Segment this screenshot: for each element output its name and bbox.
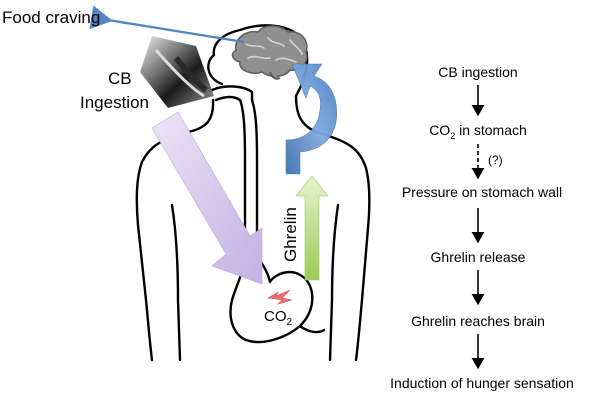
craving-arrow (108, 20, 244, 42)
ghrelin-up-arrow (296, 176, 328, 280)
flow-step-co2-rest: in stomach (455, 122, 527, 138)
flow-step-pressure: Pressure on stomach wall (402, 184, 562, 200)
duodenum-outline (300, 326, 324, 332)
flow-step-cb-ingestion: CB ingestion (438, 64, 517, 80)
flow-step-ghrelin-release: Ghrelin release (431, 249, 526, 265)
co2-burst-icon (268, 290, 292, 304)
flow-step-co2-base: CO (429, 122, 450, 138)
co2-stomach-label: CO2 (264, 308, 293, 328)
mechanism-flowchart: CB ingestion CO2 in stomach (?) Pressure… (390, 64, 574, 391)
ghrelin-label: Ghrelin (281, 207, 300, 262)
torso-left-outline (172, 205, 180, 360)
torso-right-outline (330, 205, 338, 360)
food-craving-label: Food craving (2, 8, 100, 27)
cb-label: CB (108, 69, 132, 88)
co2-stomach-sub: 2 (287, 317, 293, 328)
cb-ingestion-photo (140, 36, 214, 108)
flow-step-co2-stomach: CO2 in stomach (429, 122, 527, 141)
co2-stomach-base: CO (264, 308, 287, 325)
ghrelin-to-brain-arrow (286, 64, 337, 174)
mouth-inner (216, 97, 240, 100)
flow-step-ghrelin-brain: Ghrelin reaches brain (411, 313, 545, 329)
ingestion-label: Ingestion (80, 93, 149, 112)
flow-step-hunger: Induction of hunger sensation (390, 375, 574, 391)
flow-uncertain-label: (?) (488, 153, 503, 167)
